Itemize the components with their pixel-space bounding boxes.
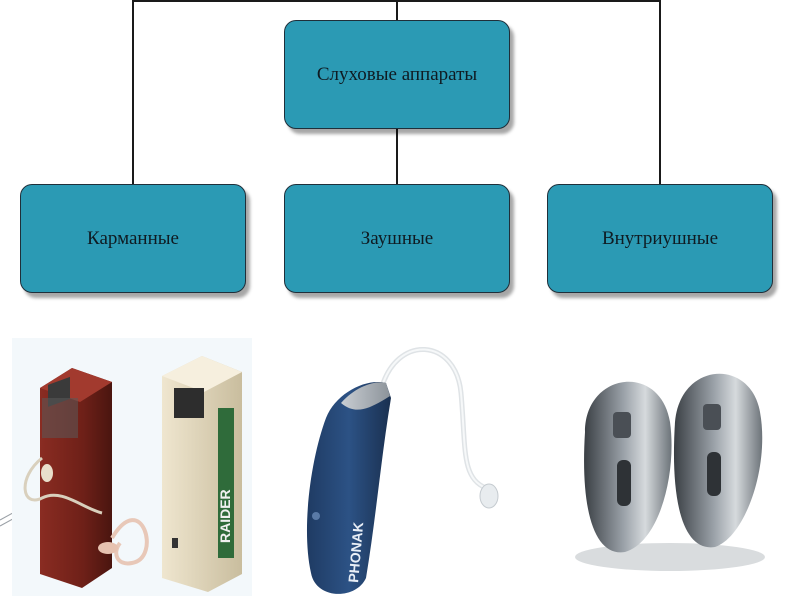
node-pocket-label: Карманные — [87, 227, 179, 249]
node-hearing-aids: Слуховые аппараты — [284, 20, 510, 129]
pocket-brand-label: RAIDER — [217, 489, 233, 543]
pocket-hearing-aid-image: RAIDER — [12, 338, 252, 596]
bte-brand-label: PHONAK — [345, 521, 366, 583]
in-the-ear-hearing-aid-image — [565, 352, 785, 582]
node-pocket: Карманные — [20, 184, 246, 293]
node-in-the-ear-label: Внутриушные — [601, 227, 719, 249]
node-in-the-ear: Внутриушные — [547, 184, 773, 293]
behind-the-ear-hearing-aid-image: PHONAK — [286, 338, 526, 600]
node-behind-the-ear-label: Заушные — [360, 227, 434, 249]
node-hearing-aids-label: Слуховые аппараты — [316, 63, 478, 85]
node-behind-the-ear: Заушные — [284, 184, 510, 293]
